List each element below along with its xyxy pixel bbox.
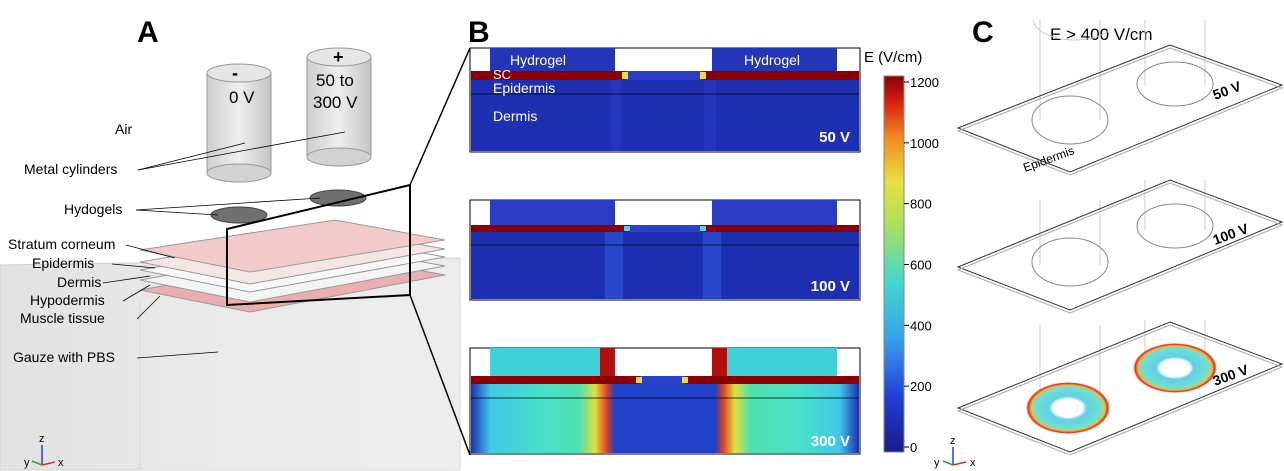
b-dermis-label: Dermis [493, 108, 537, 124]
axes-triad-a: z y x [24, 433, 64, 469]
field-map-100v [469, 199, 861, 301]
axis-y-c: y [934, 457, 940, 469]
metal-cylinder-left [206, 63, 272, 183]
gauze-block [0, 257, 461, 471]
c-plate-100v [956, 179, 1284, 314]
label-metal-cylinders: Metal cylinders [24, 161, 117, 177]
label-stratum-corneum: Stratum corneum [8, 236, 115, 252]
colorbar-title: E (V/cm) [864, 49, 922, 66]
cylinder-right-voltage-line1: 50 to [316, 71, 354, 90]
b-hydrogel-right: Hydrogel [744, 52, 800, 68]
b-voltage-50: 50 V [819, 129, 850, 146]
axes-triad-c: z y x [934, 435, 976, 469]
b-epidermis-label: Epidermis [493, 80, 555, 96]
c-voltage-50: 50 V [1211, 78, 1244, 103]
panel-a-letter: A [137, 16, 159, 49]
field-map-300v [469, 347, 861, 455]
metal-cylinder-right [306, 47, 372, 167]
cylinder-left-voltage: 0 V [229, 88, 255, 107]
cylinder-left-sign: - [232, 63, 238, 83]
leader-lines-a [102, 131, 346, 359]
label-epidermis: Epidermis [32, 255, 94, 271]
label-hydrogels: Hydogels [64, 201, 122, 217]
b-voltage-300: 300 V [811, 433, 850, 450]
colorbar-tick-label: 400 [910, 318, 932, 333]
colorbar [883, 75, 905, 453]
c-title: E > 400 V/cm [1050, 25, 1153, 44]
field-map-50v [469, 47, 861, 153]
b-hydrogel-left: Hydrogel [510, 52, 566, 68]
colorbar-tick-label: 800 [910, 197, 932, 212]
label-dermis: Dermis [57, 274, 101, 290]
cylinder-right-sign: + [333, 47, 344, 67]
cylinder-right-voltage-line2: 300 V [313, 93, 358, 112]
label-gauze: Gauze with PBS [13, 349, 115, 365]
axis-z-c: z [950, 435, 956, 447]
panel-b-letter: B [468, 16, 490, 49]
axis-z-a: z [39, 433, 45, 445]
label-air: Air [115, 121, 132, 137]
colorbar-ticks: 1200 1000 800 600 400 200 0 [904, 75, 939, 455]
b-sc-label: SC [493, 67, 511, 82]
axis-y-a: y [24, 457, 30, 469]
colorbar-tick-label: 200 [910, 379, 932, 394]
label-hypodermis: Hypodermis [30, 292, 105, 308]
tissue-layers [139, 219, 446, 313]
label-muscle-tissue: Muscle tissue [20, 310, 105, 326]
axis-x-a: x [58, 457, 64, 469]
panel-c-letter: C [972, 16, 994, 49]
c-plate-50v [956, 19, 1284, 176]
colorbar-tick-label: 1000 [910, 136, 939, 151]
axis-x-c: x [970, 457, 976, 469]
c-epidermis-label: Epidermis [1021, 143, 1076, 174]
c-plate-300v [956, 320, 1284, 456]
colorbar-tick-label: 0 [910, 440, 917, 455]
hydrogel-disk-right [309, 189, 367, 207]
colorbar-tick-label: 1200 [910, 75, 939, 90]
hydrogel-disk-left [210, 206, 268, 224]
zoom-box [226, 47, 471, 456]
colorbar-tick-label: 600 [910, 258, 932, 273]
b-voltage-100: 100 V [811, 278, 850, 295]
